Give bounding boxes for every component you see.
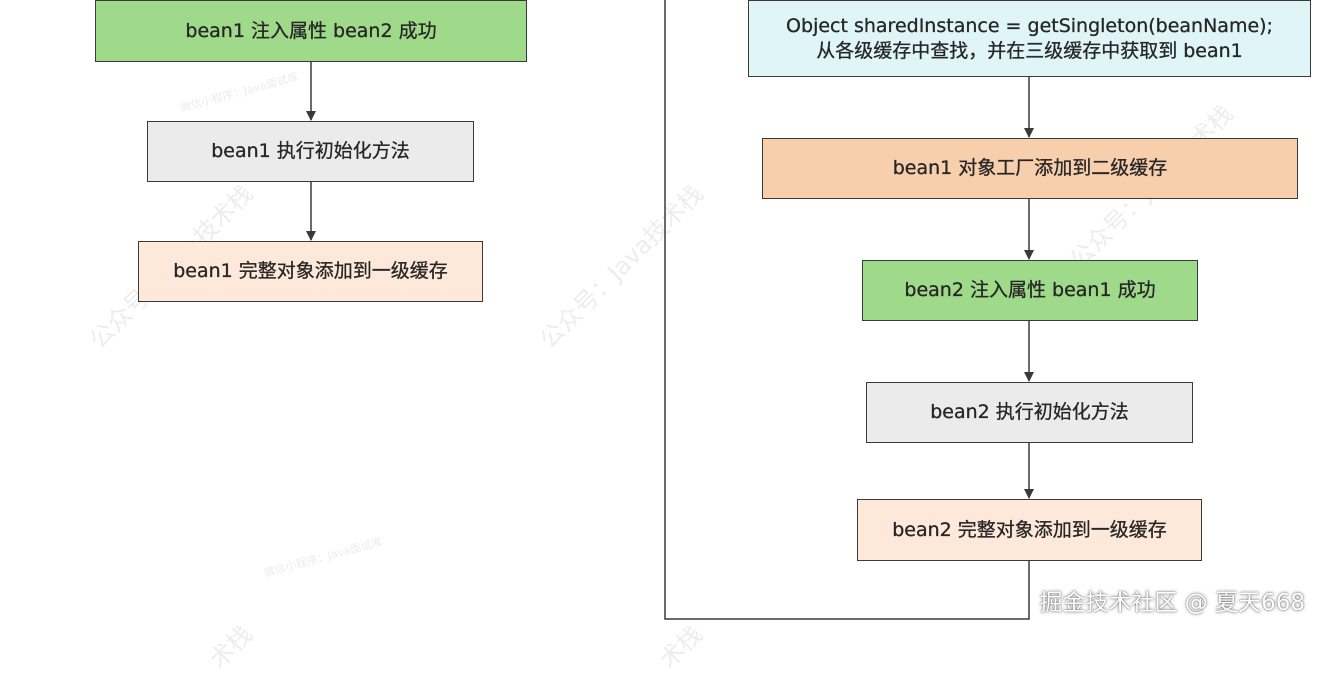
node-label-line2: 从各级缓存中查找，并在三级缓存中获取到 bean1 bbox=[816, 39, 1243, 62]
node-bean1-first-level-cache: bean1 完整对象添加到一级缓存 bbox=[138, 241, 483, 302]
node-bean2-first-level-cache: bean2 完整对象添加到一级缓存 bbox=[857, 499, 1202, 561]
node-bean1-inject-bean2: bean1 注入属性 bean2 成功 bbox=[95, 0, 527, 62]
node-label-line1: Object sharedInstance = getSingleton(bea… bbox=[786, 14, 1273, 37]
node-bean1-init: bean1 执行初始化方法 bbox=[147, 121, 474, 182]
flowchart: 公众号：Java技术栈 公众号：Java技术栈 公众号：Java技术栈 术栈 术… bbox=[84, 0, 1311, 674]
node-bean2-inject-bean1: bean2 注入属性 bean1 成功 bbox=[862, 260, 1198, 321]
node-bean2-init: bean2 执行初始化方法 bbox=[866, 382, 1193, 443]
node-label: bean1 执行初始化方法 bbox=[211, 140, 410, 163]
node-label: bean1 完整对象添加到一级缓存 bbox=[173, 260, 448, 283]
node-label: bean1 对象工厂添加到二级缓存 bbox=[892, 157, 1168, 180]
node-label: bean2 完整对象添加到一级缓存 bbox=[892, 518, 1167, 541]
node-get-singleton: Object sharedInstance = getSingleton(bea… bbox=[748, 0, 1311, 77]
node-label: bean2 注入属性 bean1 成功 bbox=[904, 279, 1156, 302]
node-bean1-factory-second-level-cache: bean1 对象工厂添加到二级缓存 bbox=[762, 138, 1298, 199]
node-label: bean1 注入属性 bean2 成功 bbox=[185, 19, 437, 42]
connectors bbox=[306, 0, 1034, 620]
node-label: bean2 执行初始化方法 bbox=[930, 401, 1129, 424]
return-loop-line bbox=[664, 0, 1030, 620]
site-credit: 掘金技术社区 @ 夏天668 bbox=[1039, 590, 1305, 616]
